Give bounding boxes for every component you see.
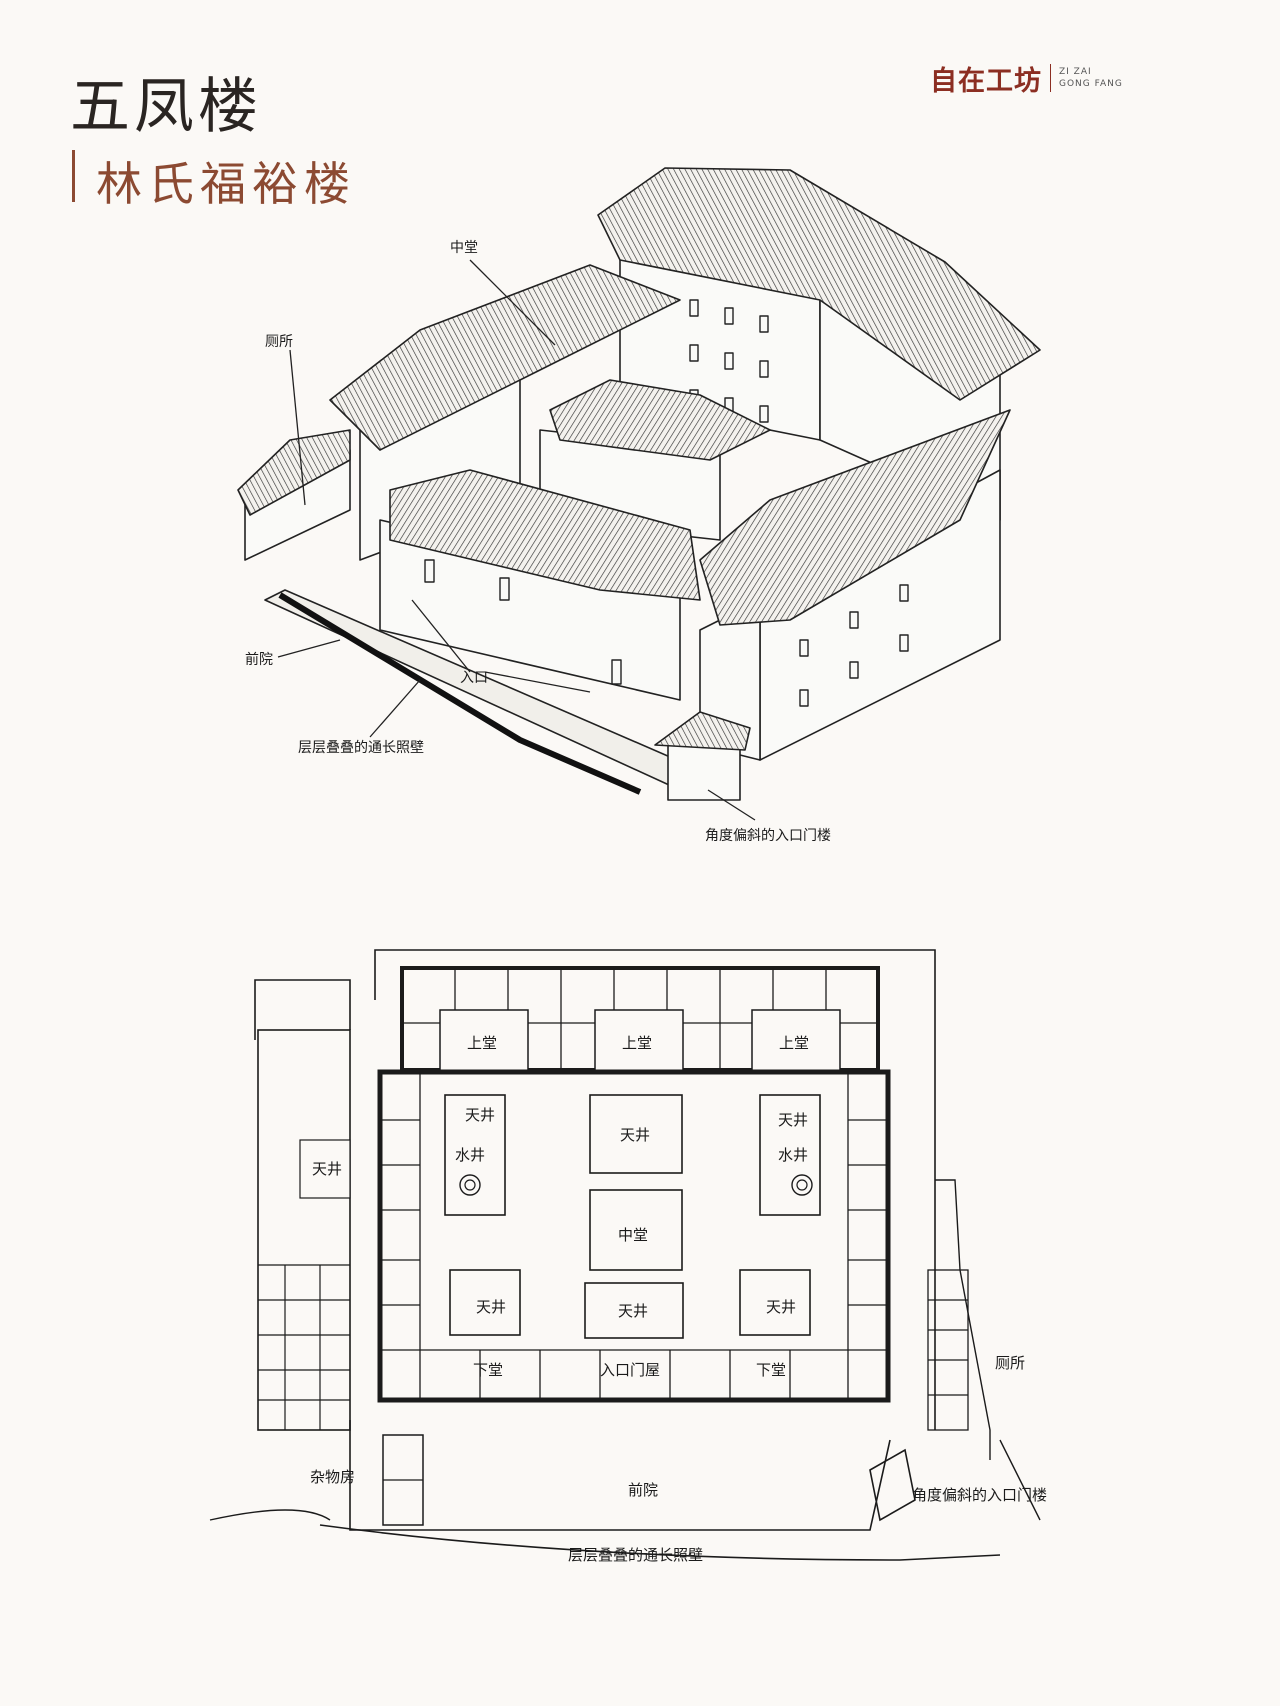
plan-label-menlou: 角度偏斜的入口门楼 bbox=[912, 1486, 1047, 1504]
courtyard-bottom-right bbox=[739, 1269, 811, 1336]
toilet-strip bbox=[927, 1269, 969, 1431]
courtyard-top-right bbox=[759, 1094, 821, 1216]
plan-label-tianjing-bc: 天井 bbox=[618, 1302, 648, 1320]
plan-label-tianjing-br: 天井 bbox=[766, 1298, 796, 1316]
plan-label-shangtang-left: 上堂 bbox=[467, 1034, 497, 1052]
courtyard-top-left bbox=[444, 1094, 506, 1216]
plan-label-xiatang-left: 下堂 bbox=[473, 1361, 503, 1379]
screen-wall bbox=[278, 592, 642, 795]
iso-label-menlou: 角度偏斜的入口门楼 bbox=[705, 828, 831, 844]
brand-english-line1: ZI ZAI bbox=[1059, 67, 1092, 77]
front-courtyard-wall bbox=[349, 1420, 891, 1531]
skewed-gate bbox=[869, 1448, 916, 1522]
plan-label-xiatang-right: 下堂 bbox=[756, 1361, 786, 1379]
site-boundary-left bbox=[254, 979, 351, 1040]
courtyard-top-center bbox=[589, 1094, 683, 1174]
left-wing-roof bbox=[329, 264, 681, 451]
courtyard-bottom-left bbox=[449, 1269, 521, 1336]
side-rooms bbox=[380, 1072, 888, 1400]
annex-courtyard bbox=[299, 1139, 351, 1199]
central-hall bbox=[589, 1189, 683, 1271]
upper-hall-middle bbox=[594, 1009, 684, 1073]
iso-label-rukou: 入口 bbox=[460, 670, 488, 686]
toilet-wing-roof bbox=[237, 429, 351, 516]
main-block bbox=[377, 1069, 891, 1403]
plan-label-zhaobi: 层层叠叠的通长照壁 bbox=[568, 1546, 703, 1564]
plan-label-zhongtang: 中堂 bbox=[618, 1226, 648, 1244]
plan-label-shuijing-right: 水井 bbox=[778, 1146, 808, 1164]
well-right bbox=[791, 1174, 813, 1196]
screen-wall-plan bbox=[319, 1524, 1001, 1561]
plan-label-cesuo: 厕所 bbox=[995, 1354, 1025, 1372]
page-subtitle: 林氏福裕楼 bbox=[96, 157, 356, 211]
brand-english-line2: GONG FANG bbox=[1059, 79, 1123, 89]
plan-label-tianjing-annex: 天井 bbox=[312, 1160, 342, 1178]
page-title: 五凤楼 bbox=[70, 72, 262, 142]
plan-label-tianjing-tc: 天井 bbox=[620, 1126, 650, 1144]
iso-label-zhaobi: 层层叠叠的通长照壁 bbox=[298, 740, 424, 756]
isometric-drawing: 中堂 厕所 前院 入口 层层叠叠的通长照壁 角度偏斜的入口门楼 bbox=[237, 167, 1041, 844]
gate-tower-roof bbox=[654, 711, 751, 751]
plan-label-qianyuan: 前院 bbox=[628, 1481, 658, 1499]
upper-hall-left bbox=[439, 1009, 529, 1073]
plan-label-tianjing-bl: 天井 bbox=[476, 1298, 506, 1316]
upper-hall-right bbox=[751, 1009, 841, 1073]
front-wing-roof bbox=[389, 469, 701, 601]
brand-name: 自在工坊 bbox=[930, 65, 1042, 97]
brand-english: ZI ZAI GONG FANG bbox=[1059, 66, 1123, 90]
well-left bbox=[459, 1174, 481, 1196]
central-hall-roof bbox=[549, 379, 771, 461]
plan-label-tianjing-tr: 天井 bbox=[778, 1111, 808, 1129]
plan-label-shangtang-right: 上堂 bbox=[779, 1034, 809, 1052]
title-accent-bar bbox=[72, 150, 75, 202]
plan-label-shuijing-left: 水井 bbox=[455, 1146, 485, 1164]
iso-label-zhongtang: 中堂 bbox=[450, 240, 478, 256]
right-wing-roof bbox=[699, 409, 1011, 626]
plan-label-tianjing-tl: 天井 bbox=[465, 1106, 495, 1124]
plan-label-rukou-menwu: 入口门屋 bbox=[600, 1361, 660, 1379]
plan-label-shangtang-mid: 上堂 bbox=[622, 1034, 652, 1052]
iso-label-cesuo: 厕所 bbox=[265, 334, 293, 350]
site-boundary bbox=[374, 949, 936, 1430]
brand-divider bbox=[1050, 64, 1051, 92]
plan-label-zawufang: 杂物房 bbox=[310, 1468, 355, 1486]
iso-label-qianyuan: 前院 bbox=[245, 651, 273, 668]
left-annex bbox=[257, 1029, 351, 1431]
courtyard-bottom-center bbox=[584, 1282, 684, 1339]
brand-logo: 自在工坊 ZI ZAI GONG FANG bbox=[930, 58, 1123, 98]
rear-hall-roof bbox=[597, 167, 1041, 401]
